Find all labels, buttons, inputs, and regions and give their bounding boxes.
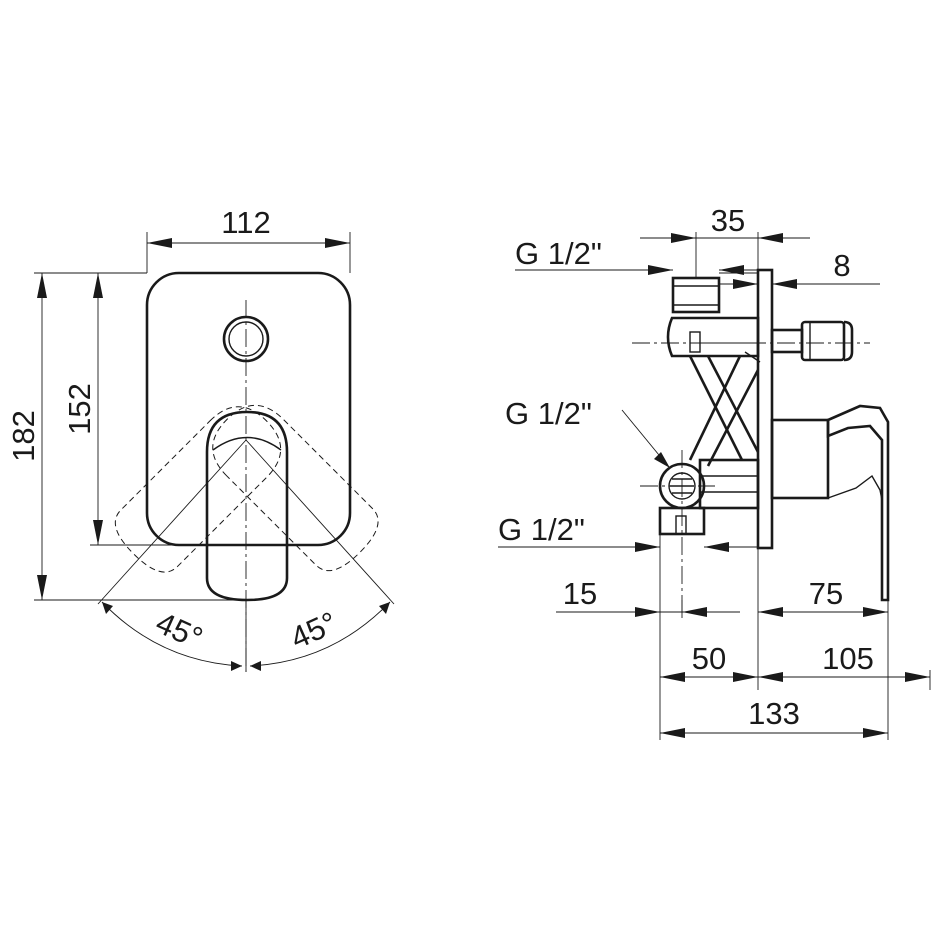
dim-top-thread <box>515 265 772 275</box>
label-depth-35: 35 <box>711 203 745 238</box>
front-view: 112 182 152 45° 45° <box>6 205 395 672</box>
label-height-182: 182 <box>6 410 41 462</box>
top-inlet-connection <box>671 272 758 319</box>
side-cover-plate <box>756 268 774 550</box>
label-angle-right-45: 45° <box>285 605 342 656</box>
side-view: 35 G 1/2" 8 G 1/2" G 1/2" 15 75 50 105 1… <box>498 203 931 740</box>
diverter-spindle <box>770 320 854 362</box>
label-top-thread: G 1/2" <box>515 236 602 271</box>
label-width-112: 112 <box>221 205 270 240</box>
cross-tubes <box>688 351 761 467</box>
dim-bottom-thread <box>498 542 758 552</box>
side-lever-handle <box>770 404 890 602</box>
lever-rotated-right-ghost <box>212 405 379 572</box>
upper-valve-body <box>666 316 760 358</box>
right-angle-arc <box>249 601 391 667</box>
label-middle-thread: G 1/2" <box>505 396 592 431</box>
dim-width-112 <box>146 232 351 273</box>
dim-depth-35 <box>640 232 810 278</box>
label-front-105: 105 <box>822 641 874 676</box>
label-offset-15: 15 <box>563 576 597 611</box>
dim-height-182 <box>34 272 246 601</box>
dim-front-105 <box>758 672 930 682</box>
label-angle-left-45: 45° <box>151 605 208 656</box>
label-plate-8: 8 <box>833 248 850 283</box>
label-handle-75: 75 <box>809 576 843 611</box>
label-overall-133: 133 <box>748 696 800 731</box>
dim-offset-15 <box>556 607 740 617</box>
cover-plate <box>145 271 352 547</box>
dim-height-152 <box>90 273 180 546</box>
label-height-152: 152 <box>62 383 97 435</box>
label-body-50: 50 <box>692 641 726 676</box>
lower-valve-body <box>698 458 760 510</box>
dim-plate-8 <box>720 270 880 290</box>
label-bottom-thread: G 1/2" <box>498 512 585 547</box>
dim-overall-133 <box>660 728 888 738</box>
lever-handle <box>205 410 289 602</box>
lever-rotated-left-ghost <box>114 406 281 573</box>
dim-body-50 <box>660 672 758 682</box>
leader-middle-thread <box>621 409 670 468</box>
dim-handle-75 <box>758 607 888 617</box>
left-angle-arc <box>101 601 243 667</box>
